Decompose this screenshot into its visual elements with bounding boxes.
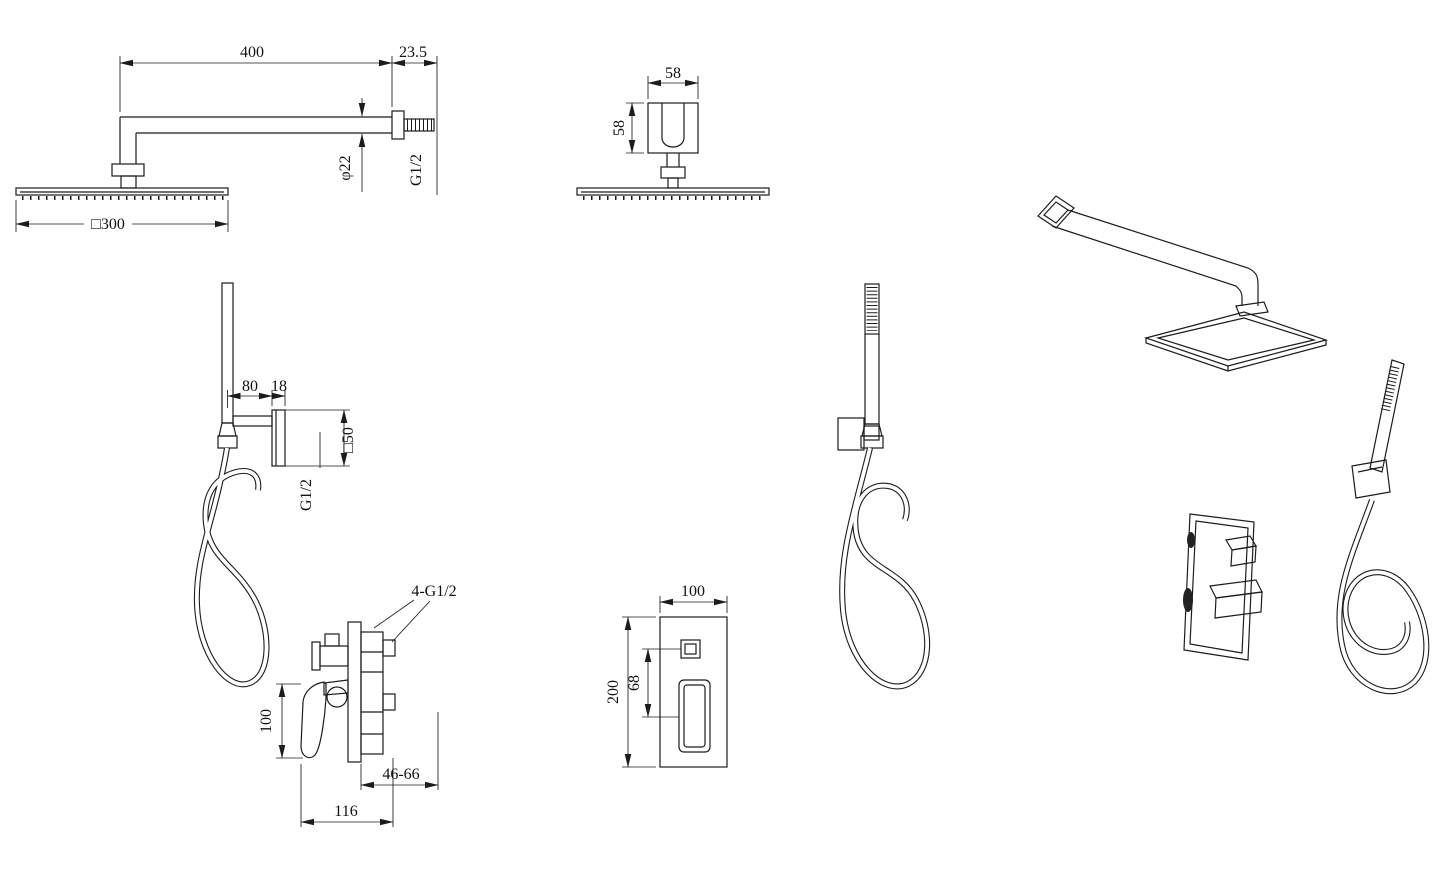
view-valve-front: 100 200 68: [605, 583, 728, 768]
dim-arm-length: 400: [240, 44, 264, 61]
dim-plate-height: 200: [605, 680, 622, 704]
dim-plate-width: 100: [681, 583, 705, 600]
view-arm-front: 58 58: [576, 65, 770, 200]
dim-bracket-offset: 80: [242, 378, 258, 395]
dim-plate-size: □50: [340, 427, 357, 453]
dimensions-arm-side: [15, 56, 438, 232]
view-handset-front: [837, 283, 931, 690]
mixer-side-port-small: [1187, 532, 1195, 548]
dim-arm-diameter: φ22: [337, 155, 354, 180]
dim-handset-thread: G1/2: [298, 479, 315, 511]
spray-face-hatch: [1380, 366, 1400, 413]
dimensions-valve-front: [622, 596, 728, 768]
view-valve-side: 4-G1/2 100 46-66 116: [258, 583, 457, 827]
dim-feature-spacing: 68: [626, 675, 643, 691]
dim-head-size: □300: [91, 216, 125, 233]
wall-bracket-front: [837, 417, 880, 451]
view-arm-side: 400 23.5 φ22 G1/2 □300: [15, 44, 438, 233]
mixer-lever-side: [300, 679, 349, 759]
arm-elbow-nut: [111, 163, 145, 177]
wall-flange-front: [647, 102, 699, 189]
shower-head-side: [15, 187, 229, 200]
shower-head-front: [576, 187, 770, 200]
perspective-shower-head: [1143, 311, 1329, 372]
perspective-hand-shower: [1351, 359, 1405, 499]
mixer-plate-front: [659, 616, 728, 768]
perspective-mixer: [1183, 513, 1263, 661]
dim-valve-ports: 4-G1/2: [411, 583, 456, 600]
view-perspective: [1037, 195, 1430, 695]
view-handset-side: 80 18 □50 G1/2: [193, 282, 357, 688]
hand-shower-wand-front: [860, 283, 884, 449]
dim-flange-width: 58: [665, 65, 681, 82]
dimensions-arm-front: [626, 76, 699, 154]
dim-bracket-plate: 18: [271, 378, 287, 395]
dim-handle-length: 100: [258, 709, 275, 733]
dim-total-depth: 116: [334, 803, 357, 820]
diverter-button: [680, 639, 701, 659]
dim-arm-thread: G1/2: [408, 154, 425, 186]
dimensions-valve-side: [276, 599, 439, 827]
dim-arm-end: 23.5: [399, 44, 427, 61]
hand-shower-wand-side: [217, 282, 238, 449]
perspective-arm: [1037, 195, 1269, 317]
dimensions-handset-side: [227, 390, 350, 468]
dim-depth-range: 46-66: [382, 766, 419, 783]
dim-flange-height: 58: [611, 120, 628, 136]
wall-bracket-side: [232, 409, 286, 467]
mixer-side-port: [1183, 588, 1193, 612]
shower-arm: [111, 110, 435, 189]
mixer-handle-front: [678, 679, 711, 753]
